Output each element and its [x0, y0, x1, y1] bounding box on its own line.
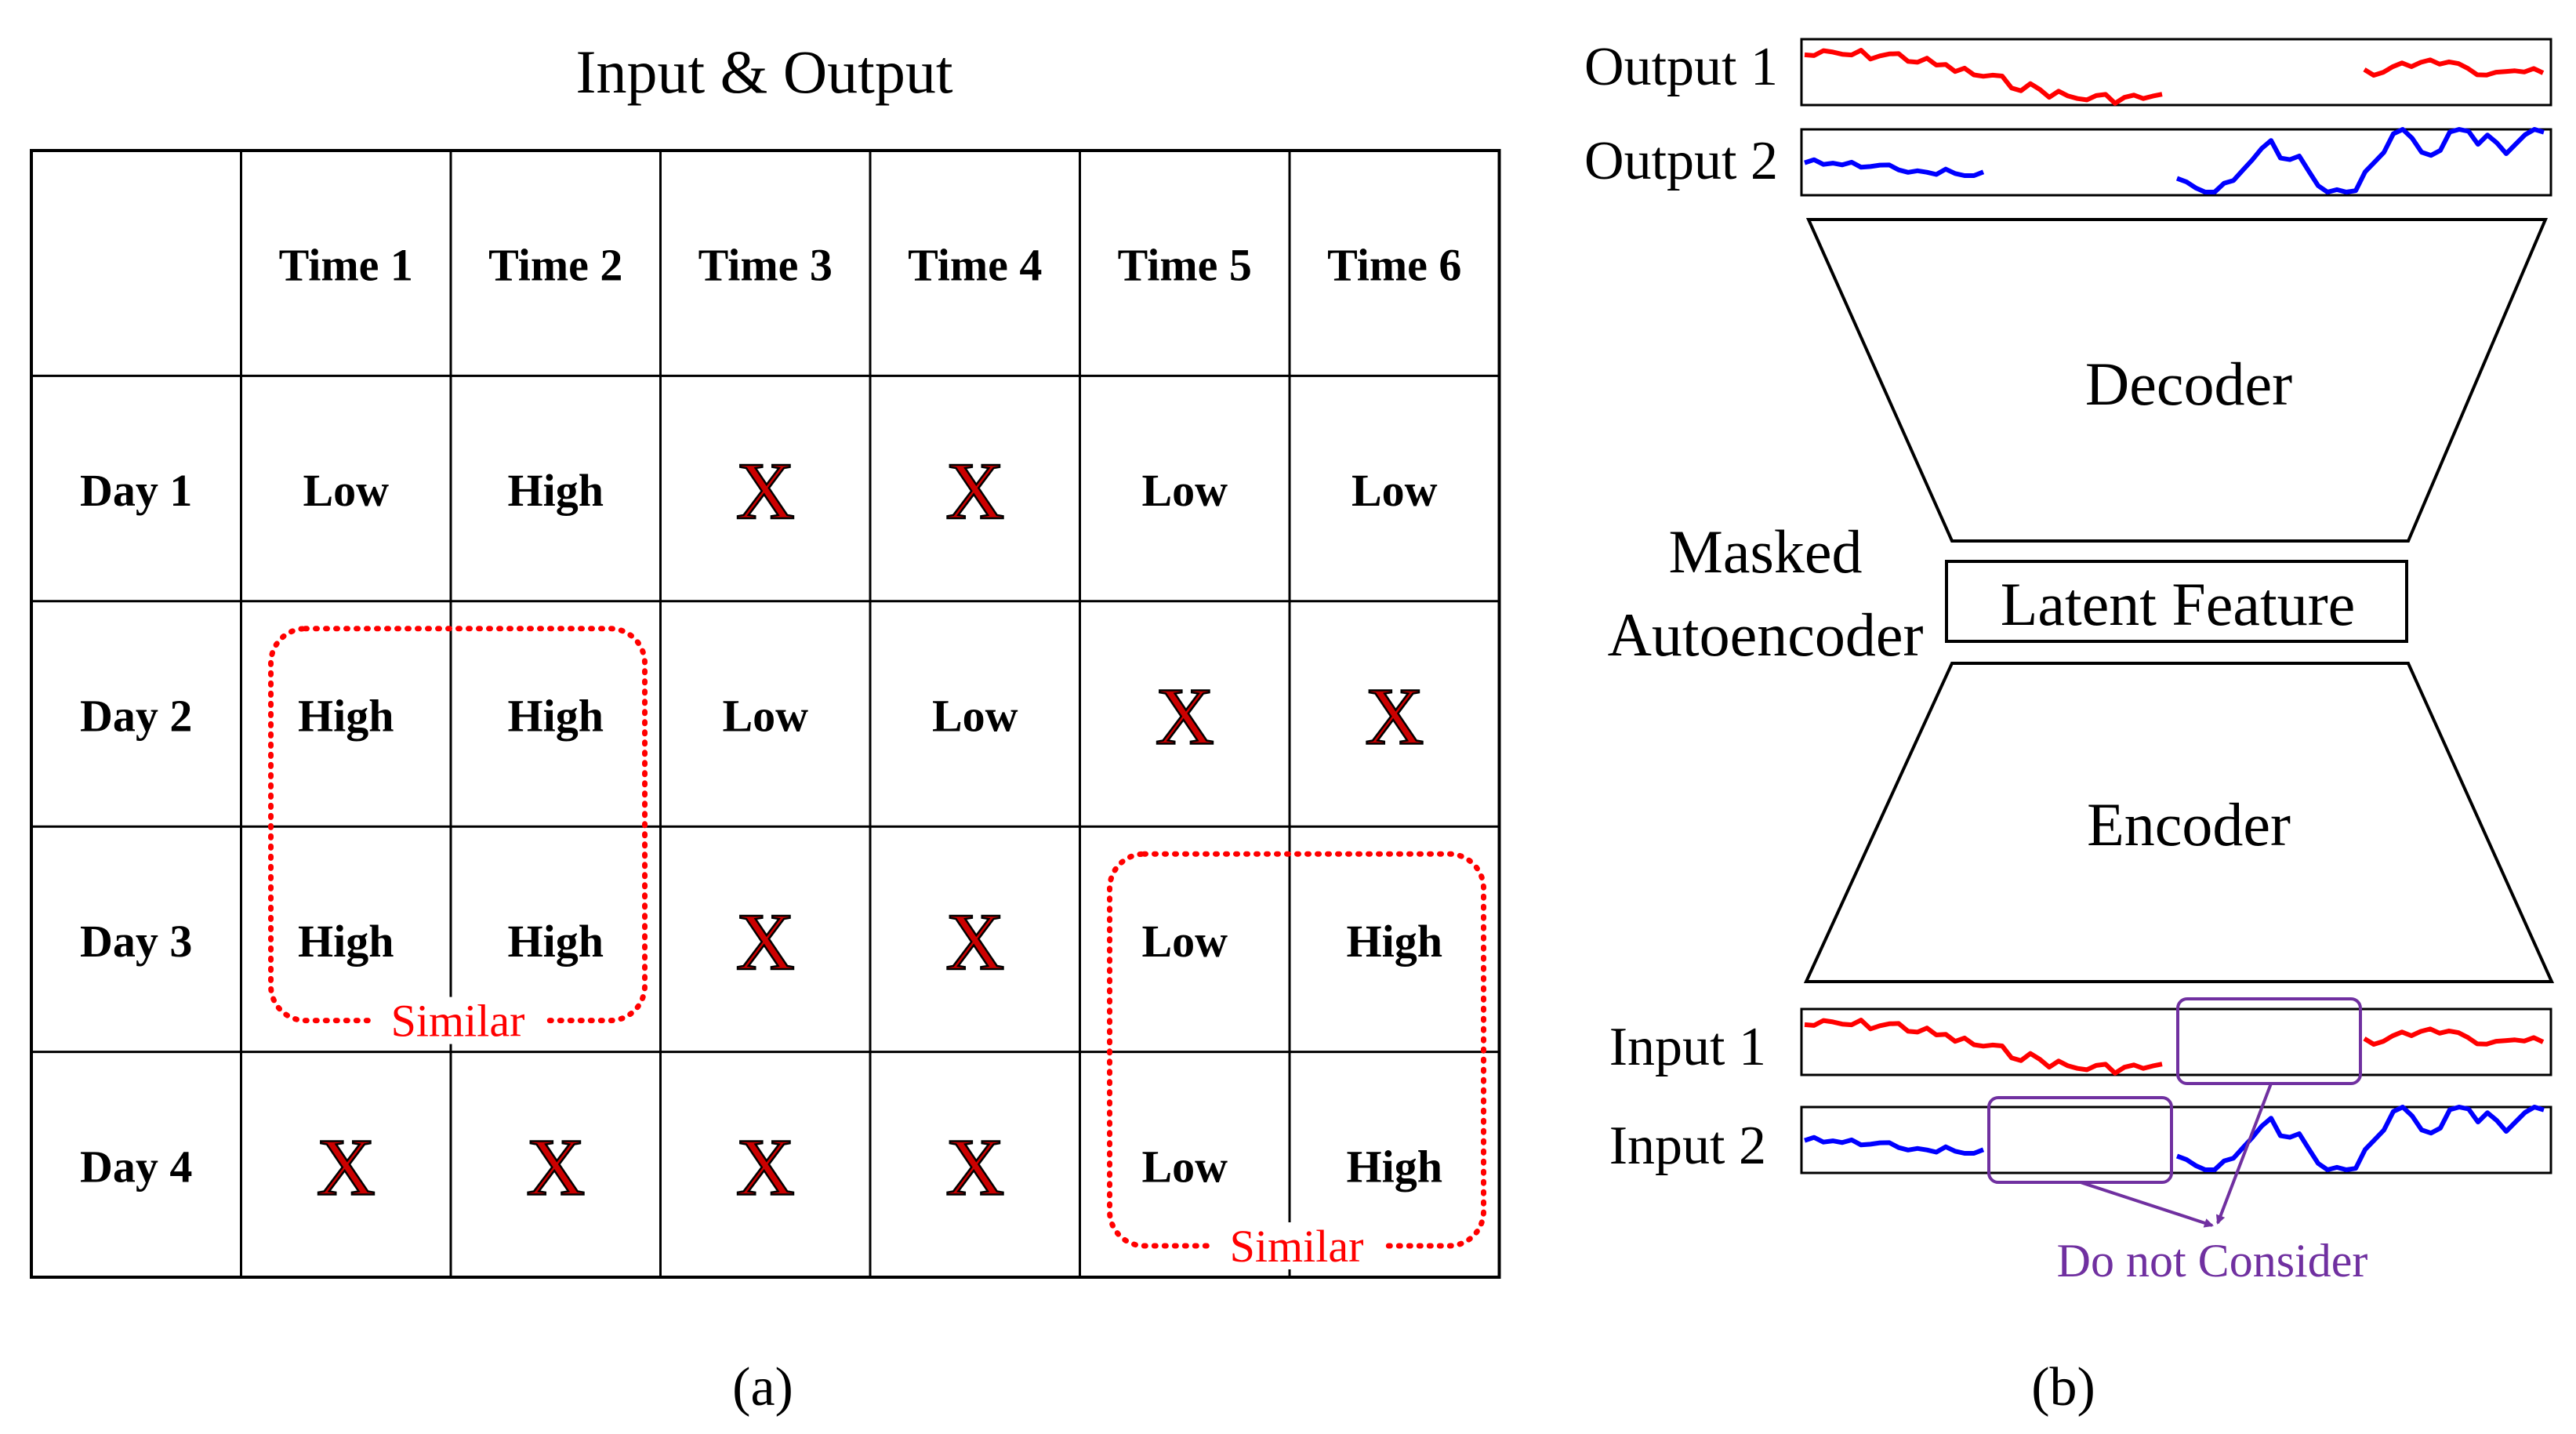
- row-label: Day 3: [80, 916, 192, 967]
- column-header: Time 4: [908, 240, 1042, 291]
- table-border: [30, 149, 1501, 1279]
- column-header: Time 6: [1327, 240, 1461, 291]
- x-mark-icon: X: [945, 897, 1004, 987]
- decoder-block: [1805, 218, 2549, 543]
- x-mark-icon: X: [526, 1122, 585, 1212]
- encoder-block: [1803, 662, 2555, 983]
- similar-label-background: [1210, 1222, 1383, 1269]
- x-mark-icon: X: [317, 1122, 376, 1212]
- output-2-label: Output 2: [1584, 131, 1778, 191]
- latent-feature-box: [1945, 560, 2408, 643]
- column-header: Time 5: [1118, 240, 1252, 291]
- table-cell-value: Low: [932, 691, 1018, 742]
- output-2-signal: [1804, 157, 1985, 178]
- model-label-line-2: Autoencoder: [1608, 601, 1924, 669]
- latent-feature-label: Latent Feature: [2001, 570, 2356, 638]
- table-cell-value: Low: [1141, 465, 1228, 516]
- output-1-signal: [1804, 48, 2163, 106]
- table-cell-value: High: [1347, 916, 1443, 967]
- input-2-label: Input 2: [1609, 1116, 1766, 1176]
- table-cell-value: Low: [1141, 1141, 1228, 1192]
- x-mark-icon: X: [945, 446, 1004, 536]
- similar-label-background: [372, 997, 544, 1044]
- x-mark-icon: X: [1365, 672, 1424, 762]
- input-2-box: [1800, 1105, 2552, 1174]
- input-1-label: Input 1: [1609, 1017, 1766, 1077]
- mask-1-arrow: [2215, 1083, 2273, 1225]
- output-1-label: Output 1: [1584, 37, 1778, 97]
- table-cell-value: High: [508, 916, 604, 967]
- input-2-mask-box: [1987, 1096, 2173, 1184]
- similar-label: Similar: [391, 996, 525, 1047]
- input-1-signal-tail: [2363, 1026, 2545, 1047]
- row-label: Day 1: [80, 465, 192, 516]
- table-cell-value: High: [508, 465, 604, 516]
- x-mark-icon: X: [736, 1122, 795, 1212]
- x-mark-icon: X: [736, 897, 795, 987]
- data-table-text: Time 1 Time 2 Time 3 Time 4 Time 5 Time 6 Day …: [80, 240, 1461, 1214]
- input-2-signal-tail: [2175, 1105, 2545, 1172]
- table-cell-value: Low: [1141, 916, 1228, 967]
- panel-b-caption: (b): [2031, 1357, 2095, 1418]
- x-mark-icon: X: [945, 1122, 1004, 1212]
- output-2-signal-tail: [2175, 127, 2545, 194]
- column-header: Time 1: [279, 240, 413, 291]
- output-1-signal-tail: [2363, 57, 2545, 78]
- output-2-box: [1800, 128, 2552, 197]
- table-cell-value: High: [1347, 1141, 1443, 1192]
- data-table-grid: [30, 149, 1501, 1279]
- row-label: Day 4: [80, 1141, 192, 1192]
- output-1-box: [1800, 38, 2552, 107]
- x-mark-icon: X: [1156, 672, 1214, 762]
- column-header: Time 3: [698, 240, 833, 291]
- encoder-label: Encoder: [2087, 790, 2291, 859]
- mask-2-arrow: [2080, 1181, 2214, 1228]
- input-1-mask-box: [2176, 997, 2362, 1085]
- panel-a-caption: (a): [732, 1357, 793, 1418]
- similar-label: Similar: [1230, 1221, 1364, 1272]
- x-mark-icon: X: [736, 446, 795, 536]
- decoder-label: Decoder: [2085, 350, 2292, 418]
- row-label: Day 2: [80, 691, 192, 742]
- mask-note: Do not Consider: [2057, 1235, 2368, 1287]
- input-1-signal: [1804, 1018, 2163, 1076]
- column-header: Time 2: [488, 240, 622, 291]
- table-cell-value: Low: [303, 465, 389, 516]
- table-cell-value: Low: [722, 691, 808, 742]
- table-cell-value: High: [298, 691, 394, 742]
- table-cell-value: High: [298, 916, 394, 967]
- table-cell-value: Low: [1351, 465, 1438, 516]
- input-2-signal: [1804, 1134, 1985, 1156]
- panel-b: Output 1 Output 2 Decoder Latent Feature…: [1584, 37, 2555, 1418]
- table-cell-value: High: [508, 691, 604, 742]
- model-label-line-1: Masked: [1669, 517, 1863, 586]
- panel-a-title: Input & Output: [576, 38, 953, 106]
